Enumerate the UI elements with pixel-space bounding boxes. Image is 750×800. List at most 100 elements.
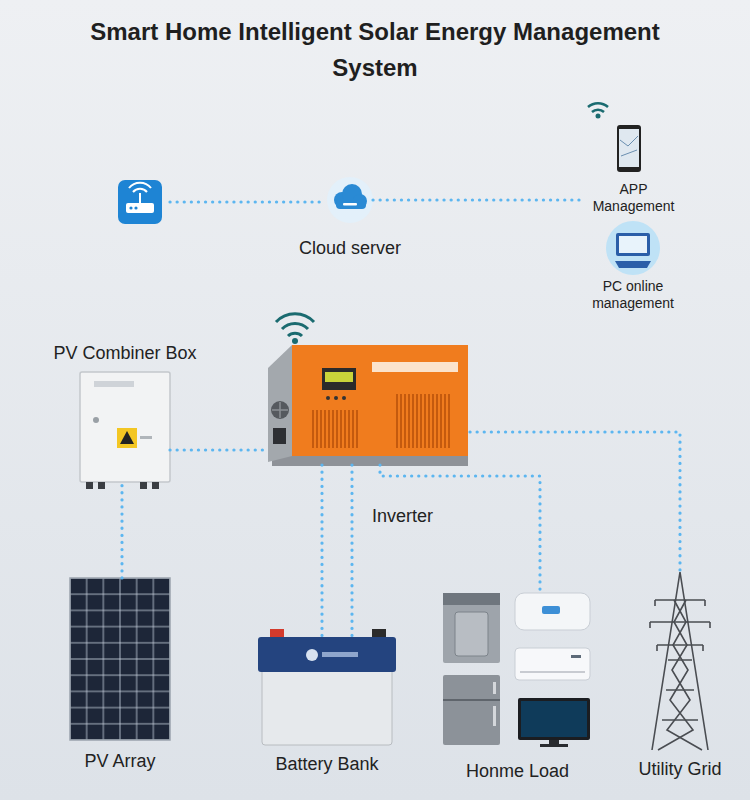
inverter-unit	[268, 314, 468, 466]
inverter-node: Inverter	[268, 345, 470, 465]
battery-icon	[258, 637, 396, 672]
inverter-unit	[268, 345, 292, 462]
inverter-unit	[396, 394, 452, 448]
transmission-tower	[650, 600, 710, 651]
cloud-server-node: Cloud server	[327, 177, 373, 223]
phone-icon	[619, 129, 639, 167]
node-label: Cloud server	[299, 237, 401, 259]
battery-icon	[258, 629, 396, 745]
node-label: Utility Grid	[638, 758, 721, 780]
transmission-tower	[662, 660, 698, 720]
combiner-box	[86, 482, 93, 489]
combiner-box	[152, 482, 159, 489]
pc-icon	[606, 221, 660, 275]
phone-icon	[620, 136, 638, 156]
phone-icon	[588, 103, 641, 172]
inverter-unit	[276, 314, 314, 322]
transmission-tower	[652, 572, 708, 750]
cloud-icon	[327, 177, 373, 223]
home-appliances	[549, 740, 559, 744]
home-appliances	[515, 648, 590, 680]
home-appliances	[455, 612, 488, 656]
home-appliances	[571, 655, 581, 658]
router-icon	[139, 193, 141, 203]
battery-bank-node: Battery Bank	[262, 637, 392, 745]
inverter-unit	[282, 323, 308, 329]
combiner-box-node: PV Combiner Box	[80, 372, 170, 482]
inverter-unit	[272, 455, 468, 466]
combiner-box	[93, 417, 99, 423]
node-label: PV Combiner Box	[53, 342, 196, 364]
network-link	[170, 200, 322, 203]
pc-icon	[619, 236, 647, 253]
inverter-unit	[272, 402, 288, 418]
router-icon	[118, 180, 162, 224]
home-appliances	[493, 682, 496, 694]
diagram-title: Smart Home Intelligent Solar Energy Mana…	[75, 14, 675, 86]
combiner-box	[98, 482, 105, 489]
node-label: Battery Bank	[275, 753, 378, 775]
combiner-box	[117, 428, 137, 448]
home-appliances	[515, 593, 590, 630]
pv-panel	[70, 578, 170, 740]
home-appliances	[540, 744, 568, 747]
connector-line	[120, 482, 123, 578]
home-appliances	[493, 706, 496, 726]
cloud-icon	[343, 203, 357, 206]
combiner-box	[80, 372, 170, 489]
connector-line	[373, 198, 585, 201]
inverter-unit	[372, 362, 458, 372]
inverter-unit	[292, 345, 468, 456]
node-label: Inverter	[372, 505, 433, 527]
pv-array-node: PV Array	[70, 578, 170, 740]
battery-icon	[322, 652, 358, 657]
inverter-unit	[292, 338, 298, 344]
battery-icon	[306, 649, 318, 661]
home-appliances	[542, 606, 560, 614]
connector-line	[170, 448, 268, 451]
cloud-icon	[336, 199, 366, 209]
router-icon	[134, 206, 137, 209]
router-icon	[129, 206, 132, 209]
transmission-tower	[667, 600, 702, 750]
combiner-box	[94, 381, 134, 387]
app-management-node: APP Management	[585, 100, 682, 215]
phone-icon	[596, 114, 601, 119]
inverter-unit	[288, 333, 302, 336]
inverter-unit	[322, 368, 356, 390]
phone-icon	[617, 125, 641, 172]
connector-line	[350, 465, 353, 637]
connector-line	[470, 432, 680, 572]
inverter-unit	[273, 428, 286, 444]
inverter-unit	[325, 372, 353, 382]
router-icon	[133, 189, 147, 192]
home-appliances	[443, 699, 500, 701]
inverter-unit	[312, 410, 360, 448]
pc-icon	[606, 221, 660, 275]
node-label: PC online management	[578, 278, 688, 312]
home-appliances	[443, 593, 590, 747]
home-appliances	[518, 698, 590, 740]
home-appliances	[443, 675, 500, 745]
transmission-tower	[650, 572, 710, 750]
phone-icon	[592, 110, 604, 112]
connector-line	[320, 465, 323, 637]
node-label: APP Management	[585, 181, 682, 215]
home-appliances	[521, 701, 587, 737]
combiner-box	[80, 372, 170, 482]
home-appliances	[443, 593, 500, 605]
home-appliances	[520, 671, 585, 673]
transmission-tower	[650, 600, 710, 645]
home-load-node: Honme Load	[440, 590, 595, 748]
node-label: Honme Load	[466, 760, 569, 782]
router-icon	[118, 180, 162, 224]
router-icon	[126, 203, 154, 213]
pc-management-node: PC online management	[578, 220, 688, 312]
combiner-box	[140, 482, 147, 489]
utility-grid-node: Utility Grid	[645, 572, 715, 750]
node-label: PV Array	[84, 750, 155, 772]
home-appliances	[443, 593, 500, 663]
